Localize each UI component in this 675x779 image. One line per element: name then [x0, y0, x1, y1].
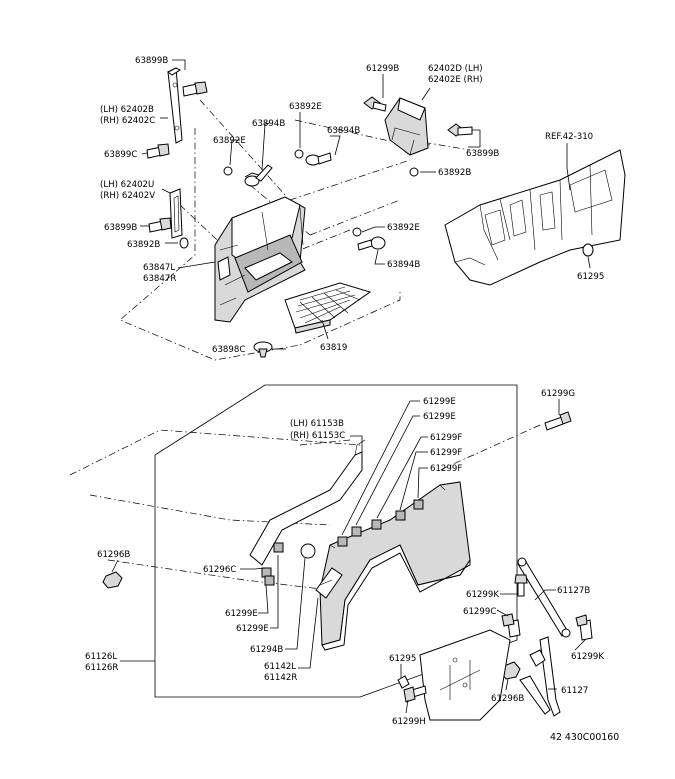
label-61299K-1: 61299K — [466, 590, 499, 600]
label-61295-bottom: 61295 — [389, 654, 416, 664]
bracket-62402U-V — [169, 188, 183, 239]
label-62402D: 62402D (LH) — [428, 64, 483, 74]
step-housing-63847 — [214, 196, 306, 323]
label-63892B-right: 63892B — [438, 168, 471, 178]
label-63894B-a: 63894B — [252, 119, 285, 129]
washer-63892E-c — [352, 227, 362, 237]
label-61299C: 61299C — [463, 607, 496, 617]
label-63894B-b: 63894B — [327, 126, 360, 136]
label-63894B-c: 63894B — [387, 260, 420, 270]
part-labels: 63899B (LH) 62402B (RH) 62402C 63899C 63… — [85, 56, 619, 743]
bolt-63899B-mid — [148, 217, 172, 233]
label-61296C: 61296C — [203, 565, 236, 575]
label-61126L: 61126L — [85, 652, 117, 662]
stay-61127B — [517, 557, 571, 638]
label-drawing-number: 42 430C00160 — [550, 732, 619, 743]
bolt-63899C — [146, 143, 170, 159]
label-61295-top: 61295 — [577, 272, 604, 282]
label-61299E-3: 61299E — [225, 609, 258, 619]
body-panel-ref42-310 — [444, 149, 626, 286]
label-61127: 61127 — [561, 686, 588, 696]
label-63847R: 63847R — [143, 274, 176, 284]
washer-63892E-b — [294, 149, 304, 159]
label-61299F-1: 61299F — [430, 433, 462, 443]
washer-63892B-left — [179, 237, 189, 249]
bolt-63899B-right — [447, 123, 473, 137]
bracket-61142 — [315, 567, 343, 599]
label-ref-42-310: REF.42-310 — [545, 132, 593, 142]
label-61299E-2: 61299E — [423, 412, 456, 422]
label-61294B: 61294B — [250, 645, 283, 655]
label-63899B-right: 63899B — [466, 149, 499, 159]
label-61299H: 61299H — [392, 717, 426, 727]
label-63819: 63819 — [320, 343, 347, 353]
washer-63892B-right — [409, 167, 419, 177]
label-61299E-1: 61299E — [423, 397, 456, 407]
bolt-61299H — [403, 685, 427, 703]
group-enclosure-61126 — [154, 384, 518, 698]
screw-63894B-c — [357, 236, 386, 251]
label-63899C: 63899C — [104, 150, 137, 160]
label-62402U-lh: (LH) 62402U — [100, 180, 154, 190]
label-61299F-3: 61299F — [430, 464, 462, 474]
bolt-61299C — [501, 613, 521, 638]
screw-61294B — [300, 543, 316, 559]
screw-63894B-b — [305, 152, 332, 166]
label-62402B-lh: (LH) 62402B — [100, 105, 154, 115]
lower-alignment-lines — [69, 424, 541, 591]
label-61299G: 61299G — [541, 389, 575, 399]
grommet-61295-bottom — [397, 675, 410, 689]
label-61153C-rh: (RH) 61153C — [290, 431, 345, 441]
bracket-62402D-E — [384, 97, 429, 156]
label-61142L: 61142L — [264, 662, 296, 672]
label-63898C: 63898C — [212, 345, 245, 355]
bolt-61299B — [363, 96, 387, 112]
label-62402C-rh: (RH) 62402C — [100, 116, 155, 126]
label-62402E: 62402E (RH) — [428, 75, 483, 85]
clips-61299 — [261, 499, 424, 586]
upper-alignment-lines — [119, 99, 471, 361]
label-61296B-bottom: 61296B — [491, 694, 524, 704]
bolt-61299K-1 — [514, 574, 528, 597]
bracket-62402B-C — [167, 67, 183, 144]
lower-body-panel — [419, 629, 511, 721]
label-61299B: 61299B — [366, 64, 399, 74]
label-63892E-c: 63892E — [387, 223, 420, 233]
nut-61296B-left — [102, 571, 123, 589]
label-62402V-rh: (RH) 62402V — [100, 191, 155, 201]
label-61296B-left: 61296B — [97, 550, 130, 560]
stay-61127 — [519, 636, 561, 717]
washer-63892E-a — [223, 166, 233, 176]
clip-63898C — [253, 341, 273, 358]
label-61142R: 61142R — [264, 673, 297, 683]
label-63847L: 63847L — [143, 263, 175, 273]
label-63899B-mid: 63899B — [104, 223, 137, 233]
bolt-63899B-top — [182, 81, 208, 97]
step-plate-63819 — [284, 282, 372, 334]
screw-63894B-a — [244, 164, 273, 187]
label-61153B-lh: (LH) 61153B — [290, 419, 344, 429]
label-61126R: 61126R — [85, 663, 118, 673]
label-61127B: 61127B — [557, 586, 590, 596]
label-61299E-4: 61299E — [236, 624, 269, 634]
fender-flare-61126 — [319, 481, 471, 651]
bolt-61299K-2 — [575, 614, 593, 641]
bolt-61299G — [544, 411, 572, 431]
leader-lines — [111, 59, 591, 714]
label-63899B-top: 63899B — [135, 56, 168, 66]
label-61299K-2: 61299K — [571, 652, 604, 662]
label-63892B-left: 63892B — [127, 240, 160, 250]
label-63892E-b: 63892E — [289, 102, 322, 112]
label-61299F-2: 61299F — [430, 448, 462, 458]
label-63892E-a: 63892E — [213, 136, 246, 146]
grommet-61295-top — [582, 243, 594, 257]
